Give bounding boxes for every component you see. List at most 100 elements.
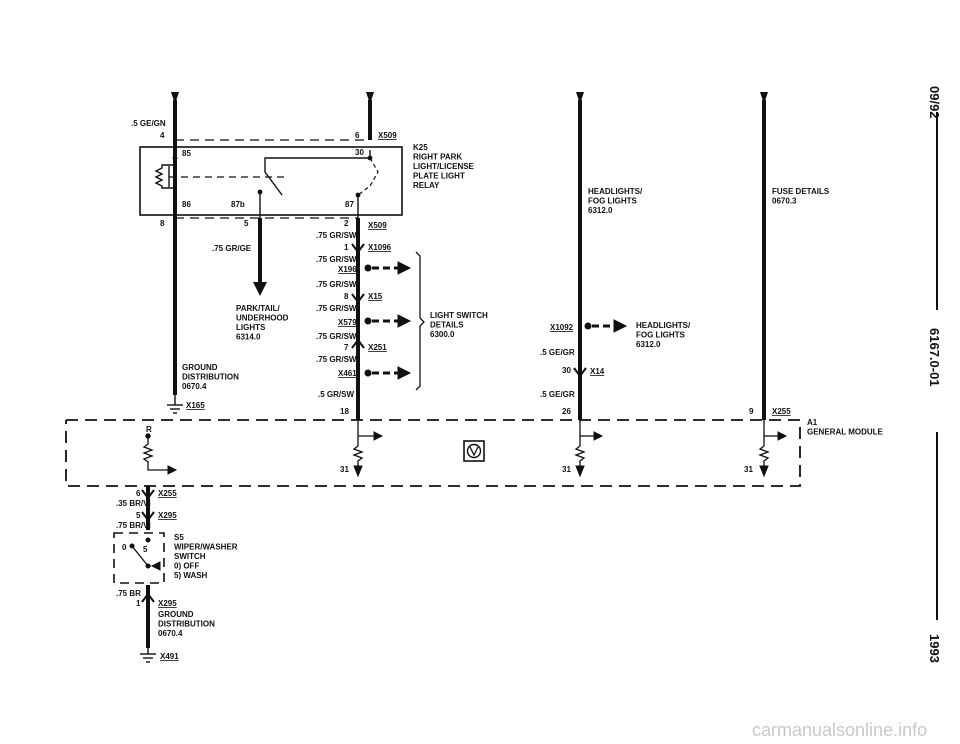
- relay-connector: X509: [378, 131, 397, 140]
- park-gauge: .75 GR/GE: [212, 244, 252, 253]
- supply-tip-left: [171, 92, 179, 104]
- module-pin-31c: 31: [744, 465, 753, 474]
- fuse-x255: X255: [772, 407, 791, 416]
- headlights-branch: [573, 319, 628, 378]
- label-line: PARK/TAIL/: [236, 304, 280, 313]
- module-symbol-mark: [469, 446, 479, 457]
- relay-outline: [139, 146, 403, 216]
- wiper-x255: X255: [158, 489, 177, 498]
- x1096-split: [351, 243, 365, 254]
- wiper-blade: [131, 545, 149, 567]
- wiper-split-x295: [141, 511, 155, 522]
- wiper-gauge-2: .75 BR/VI: [116, 521, 151, 530]
- label-line: HEADLIGHTS/: [588, 187, 643, 196]
- center-pin-18: 18: [340, 407, 349, 416]
- module-fuse-arrow: [777, 431, 788, 441]
- ground-symbols: [140, 395, 183, 663]
- label-line: DISTRIBUTION: [182, 373, 239, 382]
- label-line: DISTRIBUTION: [158, 620, 215, 629]
- x15-split: [351, 293, 365, 304]
- wiper-switch-s5: [113, 489, 165, 603]
- label-line: 6314.0: [236, 333, 261, 342]
- label-line: UNDERHOOD: [236, 314, 289, 323]
- label-line: GROUND: [158, 610, 194, 619]
- center-gauge-5: .75 GR/SW: [316, 332, 357, 341]
- label-line: FOG LIGHTS: [588, 197, 638, 206]
- relay-coil: [154, 158, 176, 205]
- label-line: 0670.3: [772, 197, 797, 206]
- center-gauge-7: .5 GR/SW: [318, 390, 354, 399]
- ground-x491-icon: [140, 648, 156, 663]
- x1092-dot: [584, 322, 592, 330]
- headlights-gauge-2: .5 GE/GR: [540, 390, 575, 399]
- headlights-x14: X14: [590, 367, 605, 376]
- watermark: carmanualsonline.info: [752, 720, 927, 740]
- x461-dot: [364, 369, 372, 377]
- relay-dot-87b: [257, 189, 263, 195]
- left-pin-top: 4: [160, 131, 165, 140]
- label-line: A1: [807, 418, 818, 427]
- center-x15: X15: [368, 292, 383, 301]
- side-date: 09/92: [927, 86, 942, 119]
- label-line: 6312.0: [588, 206, 613, 215]
- relay-pin-87b: 87b: [231, 200, 245, 209]
- ground-arrow-center: [353, 465, 363, 478]
- module-pin-31a: 31: [340, 465, 349, 474]
- label-line: 5) WASH: [174, 571, 208, 580]
- module-center-resistor: [352, 445, 364, 468]
- wiper-switch-box: [113, 532, 165, 584]
- headlights-gauge-1: .5 GE/GR: [540, 348, 575, 357]
- wiper-gauge-3: .75 BR: [116, 589, 141, 598]
- label-line: RELAY: [413, 181, 440, 190]
- label-line: PLATE LIGHT: [413, 172, 465, 181]
- x579-arrow: [397, 314, 412, 328]
- x461-arrow: [397, 366, 412, 380]
- wiper-pin-1: 1: [136, 599, 141, 608]
- label-line: SWITCH: [174, 552, 206, 561]
- supply-tip-relay: [366, 92, 374, 104]
- x196-arrow: [397, 261, 412, 275]
- label-line: HEADLIGHTS/: [636, 321, 691, 330]
- center-x509: X509: [368, 221, 387, 230]
- relay-pin-30: 30: [355, 148, 364, 157]
- headlights-pin-26: 26: [562, 407, 571, 416]
- module-hl-arrow: [593, 431, 604, 441]
- center-gauge-3: .75 GR/SW: [316, 280, 357, 289]
- general-module: [65, 419, 801, 487]
- module-pin-31b: 31: [562, 465, 571, 474]
- module-center-arrow: [373, 431, 384, 441]
- center-gauge-1: .75 GR/SW: [316, 231, 357, 240]
- module-outline: [65, 419, 801, 487]
- center-gauge-2: .75 GR/SW: [316, 255, 357, 264]
- label-line: WIPER/WASHER: [174, 543, 238, 552]
- label-line: 6312.0: [636, 340, 661, 349]
- label-line: LIGHT SWITCH: [430, 311, 488, 320]
- label-line: K25: [413, 143, 428, 152]
- fuse-pin-9: 9: [749, 407, 754, 416]
- label-line: DETAILS: [430, 321, 464, 330]
- left-pin-8: 8: [160, 219, 165, 228]
- module-fuse-resistor: [758, 445, 770, 468]
- ground-arrow-fuse: [759, 465, 769, 478]
- side-title: 6167.0-01: [927, 328, 942, 387]
- module-pin-r: R: [146, 425, 152, 434]
- label-line: GENERAL MODULE: [807, 428, 884, 437]
- ground-arrow-hl: [575, 465, 585, 478]
- park-pin-5: 5: [244, 219, 249, 228]
- supply-tip-fuse: [760, 92, 768, 104]
- center-gauge-4: .75 GR/SW: [316, 304, 357, 313]
- module-symbol-circle: [466, 443, 482, 459]
- wiper-pin-6: 6: [136, 489, 141, 498]
- light-switch-bracket: [415, 251, 425, 391]
- wiper-x295b: X295: [158, 599, 177, 608]
